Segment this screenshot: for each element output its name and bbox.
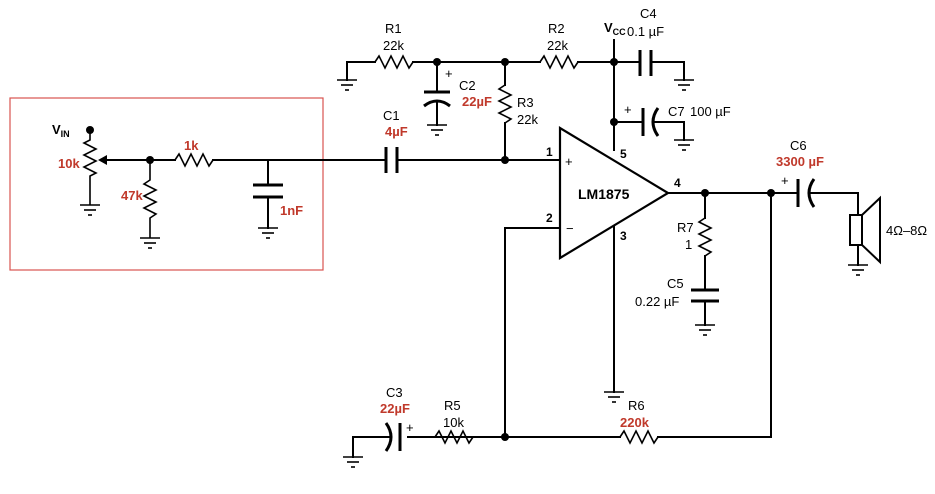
ground-symbol bbox=[674, 139, 694, 151]
r1-value: 22k bbox=[383, 38, 404, 53]
ic-name: LM1875 bbox=[578, 186, 630, 202]
r7-value: 1 bbox=[685, 237, 692, 252]
r2-name: R2 bbox=[548, 21, 565, 36]
ground-symbol bbox=[258, 227, 278, 239]
c2-value: 22µF bbox=[462, 94, 492, 109]
pin-2: 2 bbox=[546, 211, 553, 225]
c6-value: 3300 µF bbox=[776, 154, 824, 169]
output-network: R7 1 C5 0.22 µF + C6 3300 µF 4Ω–8Ω bbox=[635, 138, 927, 336]
svg-text:+: + bbox=[445, 66, 453, 81]
speaker-cone bbox=[861, 195, 881, 265]
r6-value: 220k bbox=[620, 415, 650, 430]
ground-symbol bbox=[80, 204, 100, 216]
resistor-r6 bbox=[619, 429, 659, 445]
svg-text:+: + bbox=[781, 173, 789, 188]
r2-value: 22k bbox=[547, 38, 568, 53]
c4-value: 0.1 µF bbox=[627, 24, 664, 39]
r5-value: 10k bbox=[443, 415, 464, 430]
bias-network: R1 22k + C2 22µF R3 22k R2 22k bbox=[337, 21, 641, 164]
vcc-label: VCC bbox=[604, 20, 626, 37]
r6-name: R6 bbox=[628, 398, 645, 413]
c2-name: C2 bbox=[459, 78, 476, 93]
r-series-value: 1k bbox=[184, 138, 199, 153]
capacitor-c1: C1 4µF bbox=[383, 108, 506, 173]
resistor-47k bbox=[142, 160, 158, 238]
ground-symbol bbox=[604, 391, 624, 403]
c6-name: C6 bbox=[790, 138, 807, 153]
c1-name: C1 bbox=[383, 108, 400, 123]
pot-value: 10k bbox=[58, 156, 80, 171]
svg-text:+: + bbox=[624, 102, 632, 117]
c5-name: C5 bbox=[667, 276, 684, 291]
resistor-r5 bbox=[434, 429, 474, 445]
pin-3: 3 bbox=[620, 229, 627, 243]
lm1875-opamp: + − LM1875 1 2 3 4 5 bbox=[504, 126, 681, 403]
resistor-r1 bbox=[374, 54, 414, 70]
resistor-r3 bbox=[497, 84, 513, 124]
r-shunt-value: 47k bbox=[121, 188, 143, 203]
feedback-network: R6 220k R5 10k + C3 22µF bbox=[343, 192, 772, 468]
c-filter-value: 1nF bbox=[280, 203, 303, 218]
svg-text:−: − bbox=[566, 221, 574, 236]
pin-1: 1 bbox=[546, 145, 553, 159]
r7-name: R7 bbox=[677, 220, 694, 235]
svg-text:+: + bbox=[406, 420, 414, 435]
c1-value: 4µF bbox=[385, 124, 408, 139]
pin-5: 5 bbox=[620, 147, 627, 161]
speaker-impedance: 4Ω–8Ω bbox=[886, 223, 927, 238]
resistor-1k bbox=[174, 152, 214, 168]
r1-name: R1 bbox=[385, 21, 402, 36]
pin-4: 4 bbox=[674, 176, 681, 190]
input-network-highlight-box bbox=[9, 97, 324, 271]
r3-name: R3 bbox=[517, 95, 534, 110]
potentiometer bbox=[82, 130, 98, 205]
svg-text:+: + bbox=[565, 154, 573, 169]
c7-value: 100 µF bbox=[690, 104, 731, 119]
vin-label: VIN bbox=[52, 122, 70, 139]
ground-symbol bbox=[695, 324, 715, 336]
c3-name: C3 bbox=[386, 385, 403, 400]
speaker-coil bbox=[849, 214, 863, 246]
pot-wiper-arrow bbox=[98, 155, 107, 165]
ground-symbol bbox=[674, 79, 694, 91]
ground-symbol bbox=[140, 237, 160, 249]
ground-symbol bbox=[848, 264, 868, 276]
ground-symbol bbox=[343, 456, 363, 468]
input-network: VIN 10k 47k 1k 1nF bbox=[52, 122, 386, 249]
c5-value: 0.22 µF bbox=[635, 294, 679, 309]
r5-name: R5 bbox=[444, 398, 461, 413]
supply-section: VCC C4 0.1 µF + C7 100 µF bbox=[604, 6, 731, 151]
resistor-r2 bbox=[539, 54, 579, 70]
c3-value: 22µF bbox=[380, 401, 410, 416]
c4-name: C4 bbox=[640, 6, 657, 21]
ground-symbol bbox=[337, 79, 357, 91]
ground-symbol bbox=[427, 124, 447, 136]
resistor-r7 bbox=[697, 217, 713, 257]
r3-value: 22k bbox=[517, 112, 538, 127]
c7-name: C7 bbox=[668, 104, 685, 119]
